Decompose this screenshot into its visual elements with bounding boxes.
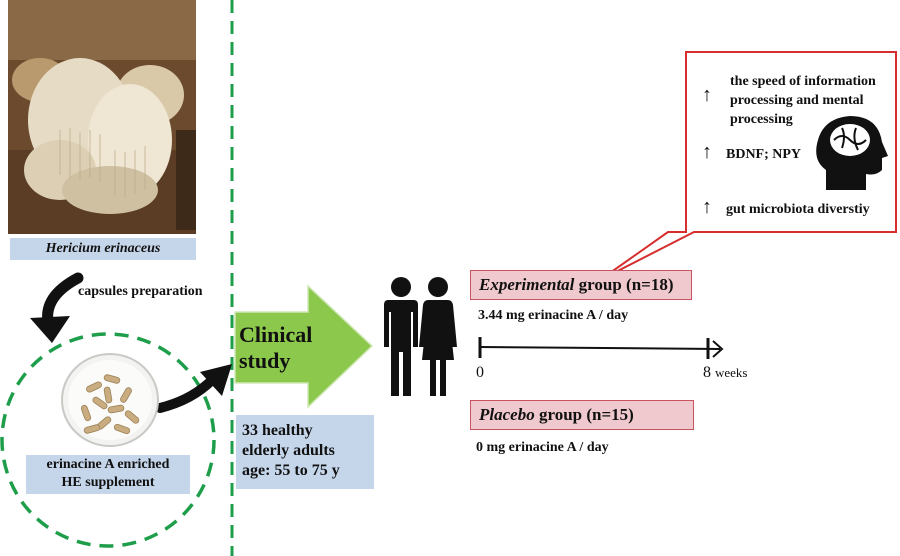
supplement-label: erinacine A enriched HE supplement	[26, 455, 190, 494]
timeline	[478, 337, 724, 359]
supplement-line2: HE supplement	[61, 475, 155, 490]
outcome-text: the speed of information processing and …	[730, 72, 882, 129]
placebo-dose: 0 mg erinacine A / day	[476, 440, 609, 455]
curved-arrow-right	[155, 364, 232, 413]
curved-arrow-down	[30, 272, 84, 343]
outcome-bdnf-text: BDNF; NPY	[726, 147, 802, 162]
capsule-dish-image	[61, 353, 159, 447]
species-label: Hericium erinaceus	[10, 238, 196, 260]
outcomes-callout	[599, 51, 897, 281]
placebo-suffix: group (n=15)	[534, 405, 634, 424]
clinical-study-arrow	[234, 284, 374, 409]
placebo-group-label: Placebo group (n=15)	[470, 400, 694, 430]
outcome-speed-line2: processing and mental	[730, 93, 864, 108]
outcome-item-speed: ↑ the speed of information processing an…	[702, 72, 882, 129]
placebo-name: Placebo	[479, 405, 535, 424]
up-arrow-symbol: ↑	[702, 196, 712, 218]
timeline-unit: weeks	[715, 365, 748, 380]
outcome-speed-line1: the speed of information	[730, 74, 876, 89]
participants-line1: 33 healthy	[242, 422, 313, 439]
up-arrow-symbol: ↑	[702, 141, 712, 163]
experimental-name: Experimental	[479, 275, 575, 294]
clinical-line1: Clinical	[239, 322, 313, 347]
outcome-item-gut: ↑ gut microbiota diverstiy	[702, 196, 892, 219]
participants-box: 33 healthy elderly adults age: 55 to 75 …	[236, 415, 374, 489]
participants-line2: elderly adults	[242, 442, 335, 459]
clinical-study-text: Clinical study	[239, 322, 312, 374]
supplement-dashed-circle	[0, 332, 216, 548]
supplement-line1: erinacine A enriched	[46, 457, 170, 472]
mushroom-photo	[8, 0, 196, 234]
brain-head-icon	[816, 116, 888, 190]
preparation-label: capsules preparation	[78, 284, 203, 299]
experimental-suffix: group (n=18)	[574, 275, 674, 294]
participants-line3: age: 55 to 75 y	[242, 462, 340, 479]
experimental-group-label: Experimental group (n=18)	[470, 270, 692, 300]
experimental-dose: 3.44 mg erinacine A / day	[478, 308, 629, 323]
outcome-gut-text: gut microbiota diverstiy	[726, 202, 870, 217]
species-name: Hericium erinaceus	[45, 241, 161, 256]
up-arrow-symbol: ↑	[702, 84, 712, 106]
timeline-end: 8 weeks	[703, 364, 748, 382]
outcome-speed-line3: processing	[730, 112, 793, 127]
timeline-start: 0	[476, 364, 484, 381]
timeline-end-value: 8	[703, 364, 711, 381]
clinical-line2: study	[239, 348, 291, 373]
couple-icon	[384, 277, 457, 396]
outcome-item-bdnf: ↑ BDNF; NPY	[702, 141, 822, 164]
